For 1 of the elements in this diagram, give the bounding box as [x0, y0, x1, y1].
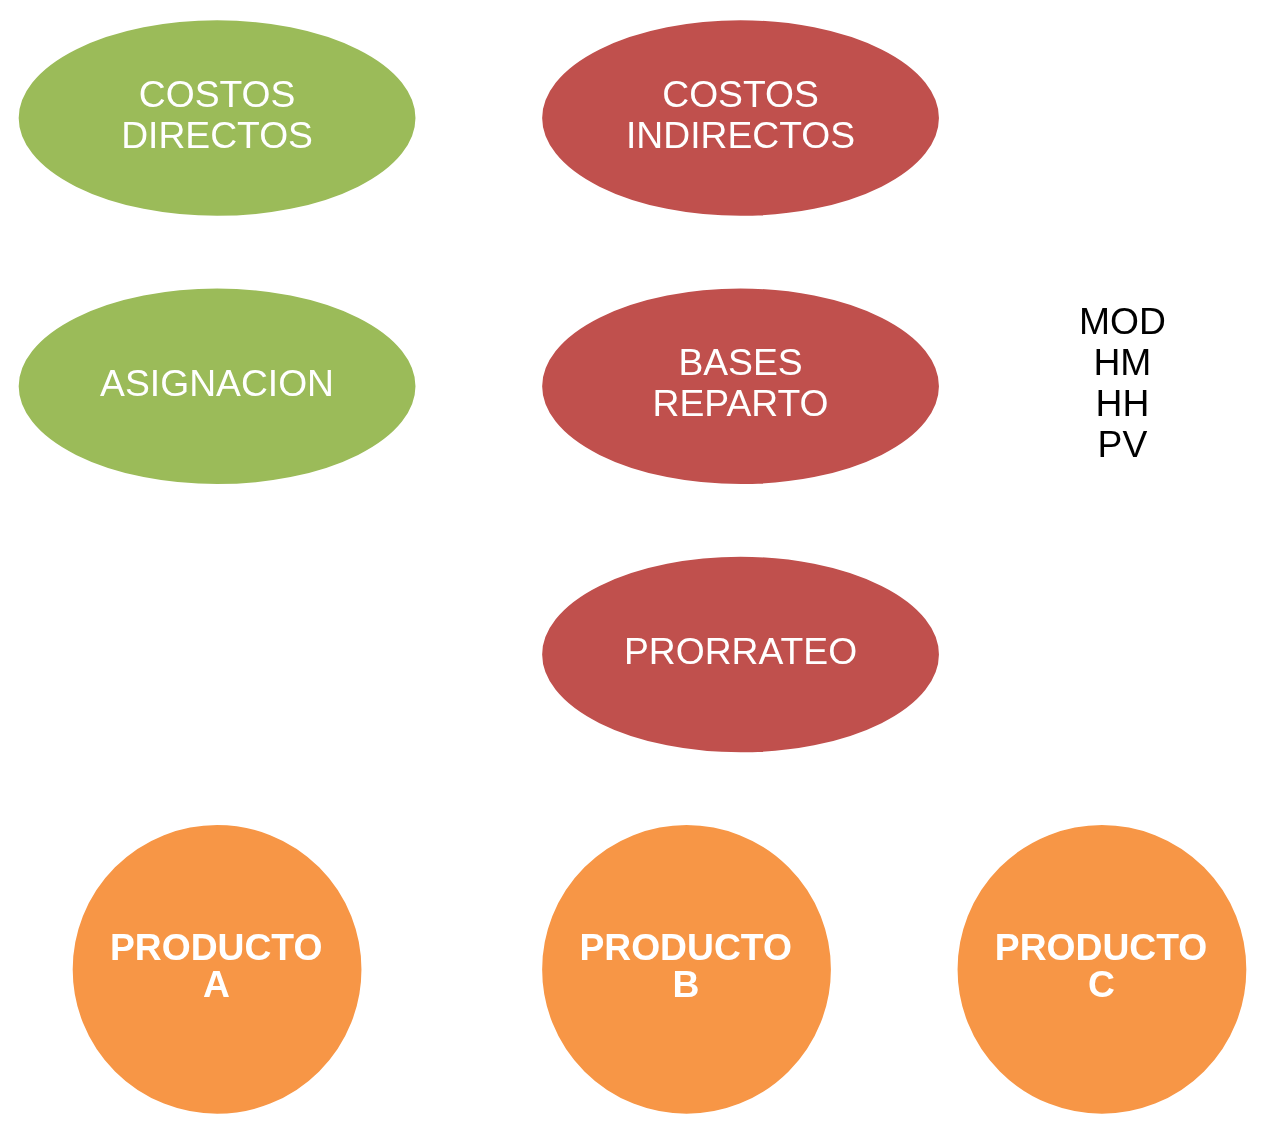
node-label: MOD HM HH PV — [1078, 300, 1166, 466]
